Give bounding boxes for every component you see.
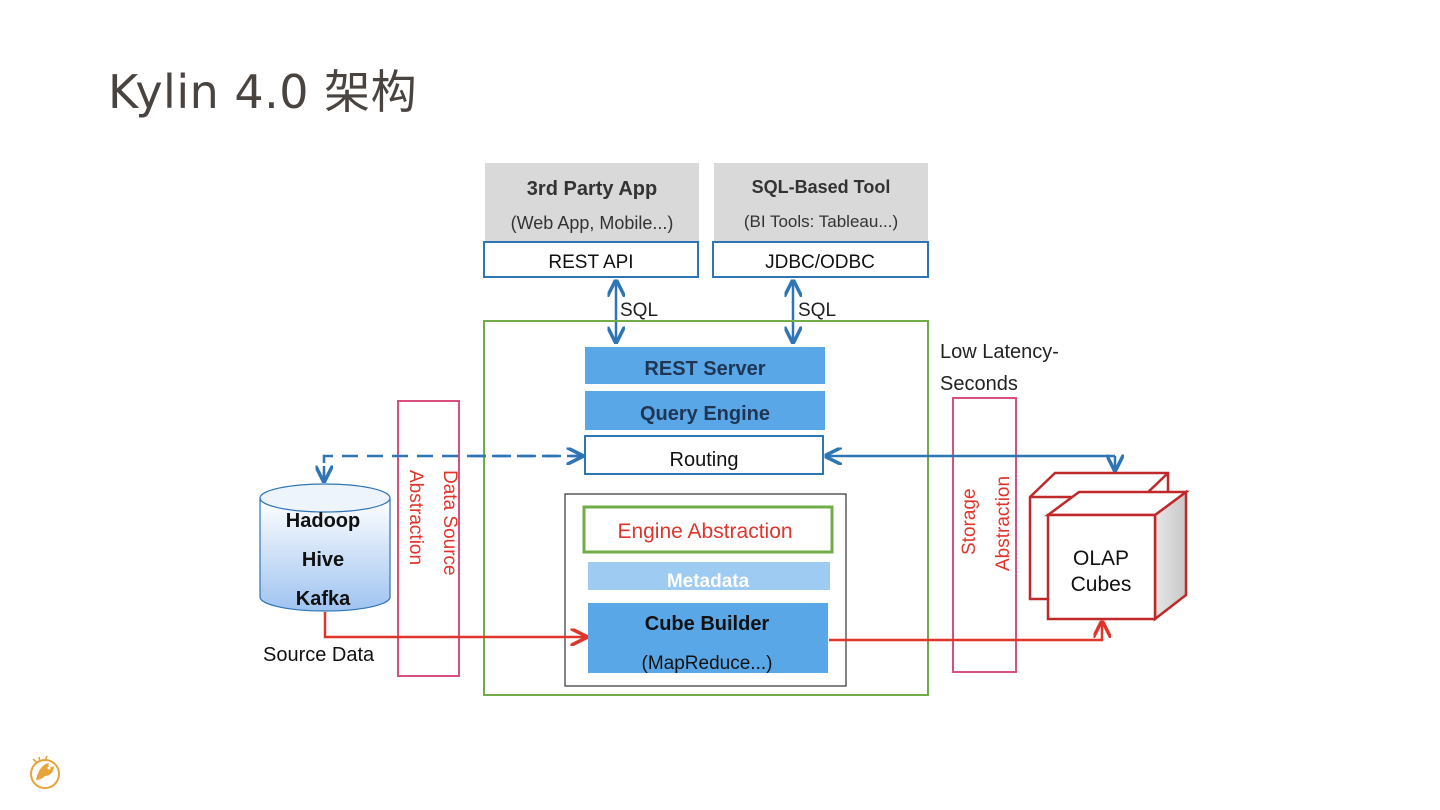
cube-builder-box <box>588 603 828 673</box>
cube-builder-title: Cube Builder <box>645 613 770 635</box>
third-party-app-subtitle: (Web App, Mobile...) <box>511 213 674 233</box>
jdbc-odbc-label: JDBC/ODBC <box>765 252 875 273</box>
data-source-abstraction-label: Data Source Abstraction <box>405 470 460 576</box>
rest-server-box <box>585 347 825 384</box>
kylin-core-frame <box>483 320 929 696</box>
engine-abstraction-label: Engine Abstraction <box>617 520 792 543</box>
cube-builder-subtitle: (MapReduce...) <box>642 653 773 674</box>
kylin-logo-icon <box>30 755 60 789</box>
source-hive: Hive <box>302 549 344 571</box>
third-party-app-title: 3rd Party App <box>527 178 657 200</box>
svg-text:Storage: Storage <box>959 488 980 555</box>
query-engine-label: Query Engine <box>640 403 770 425</box>
storage-abstraction-box <box>952 397 1017 673</box>
svg-text:Abstraction: Abstraction <box>405 470 426 565</box>
source-data-label: Source Data <box>263 644 375 666</box>
svg-text:Abstraction: Abstraction <box>993 476 1014 571</box>
page-title: Kylin 4.0 架构 <box>108 65 418 119</box>
rest-server-label: REST Server <box>644 358 765 380</box>
source-to-cube-builder-arrow <box>323 612 586 637</box>
cubes-label: Cubes <box>1071 573 1132 596</box>
sql-label-right: SQL <box>798 300 836 321</box>
metadata-box <box>588 562 830 590</box>
svg-text:Data Source: Data Source <box>439 470 460 576</box>
rest-api-label: REST API <box>548 252 633 273</box>
sql-based-tool-box: SQL-Based Tool (BI Tools: Tableau...) JD… <box>712 163 929 278</box>
data-source-cylinder: Hadoop Hive Kafka <box>259 483 391 612</box>
source-kafka: Kafka <box>296 588 351 610</box>
third-party-app-box: 3rd Party App (Web App, Mobile...) REST … <box>483 163 699 278</box>
routing-label: Routing <box>670 449 739 471</box>
engine-abstraction-box <box>582 505 834 554</box>
metadata-label: Metadata <box>667 571 750 592</box>
routing-box <box>584 435 824 475</box>
low-latency-seconds-label: Seconds <box>940 373 1018 395</box>
sql-label-left: SQL <box>620 300 658 321</box>
query-engine-box <box>585 391 825 430</box>
sql-based-tool-subtitle: (BI Tools: Tableau...) <box>744 212 898 231</box>
sql-based-tool-title: SQL-Based Tool <box>752 177 891 197</box>
olap-cubes-icon: OLAP Cubes <box>1028 471 1190 622</box>
cube-builder-to-cubes-arrow <box>829 622 1102 642</box>
olap-label: OLAP <box>1073 547 1129 570</box>
data-source-abstraction-box <box>397 400 460 677</box>
source-hadoop: Hadoop <box>286 510 360 532</box>
low-latency-label: Low Latency- <box>940 341 1059 363</box>
storage-abstraction-label: Storage Abstraction <box>959 476 1014 571</box>
